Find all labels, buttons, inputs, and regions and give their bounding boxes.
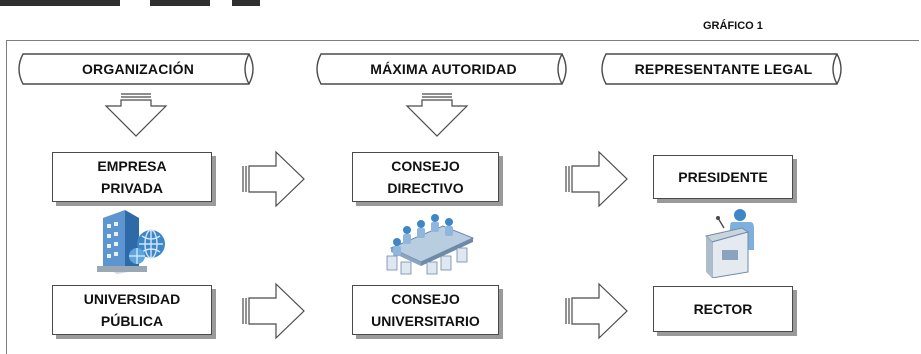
- box-presidente: PRESIDENTE: [653, 155, 793, 199]
- header-organizacion: ORGANIZACIÓN: [13, 51, 263, 87]
- down-arrow-icon: [104, 93, 168, 137]
- box-line: PÚBLICA: [100, 313, 164, 329]
- box-empresa-privada: EMPRESA PRIVADA: [52, 152, 212, 202]
- box-line: RECTOR: [693, 301, 753, 317]
- header-maxima-autoridad: MÁXIMA AUTORIDAD: [311, 51, 576, 87]
- cropped-title-fragment: [0, 0, 921, 8]
- meeting-table-icon: [386, 214, 475, 275]
- box-consejo-universitario: CONSEJO UNIVERSITARIO: [352, 285, 499, 335]
- down-arrow-icon: [405, 93, 469, 137]
- box-line: DIRECTIVO: [387, 180, 464, 196]
- box-line: PRESIDENTE: [678, 169, 768, 185]
- header-label: ORGANIZACIÓN: [81, 61, 195, 77]
- header-label: REPRESENTANTE LEGAL: [634, 61, 813, 77]
- right-arrow-icon: [242, 150, 305, 208]
- office-building-globe-icon: [97, 210, 165, 274]
- right-arrow-icon: [242, 282, 305, 340]
- header-label: MÁXIMA AUTORIDAD: [370, 61, 517, 77]
- box-line: PRIVADA: [101, 180, 163, 196]
- box-line: CONSEJO: [391, 158, 460, 174]
- diagram-frame: [6, 40, 919, 354]
- box-line: UNIVERSITARIO: [371, 313, 480, 329]
- box-line: CONSEJO: [391, 291, 460, 307]
- box-rector: RECTOR: [653, 286, 793, 332]
- box-consejo-directivo: CONSEJO DIRECTIVO: [352, 152, 499, 202]
- right-arrow-icon: [565, 282, 628, 340]
- speaker-podium-icon: [705, 209, 754, 278]
- box-line: UNIVERSIDAD: [83, 291, 181, 307]
- box-universidad-publica: UNIVERSIDAD PÚBLICA: [52, 285, 212, 335]
- right-arrow-icon: [565, 150, 628, 208]
- chart-label: GRÁFICO 1: [703, 20, 763, 32]
- header-representante-legal: REPRESENTANTE LEGAL: [596, 51, 851, 87]
- box-line: EMPRESA: [97, 158, 167, 174]
